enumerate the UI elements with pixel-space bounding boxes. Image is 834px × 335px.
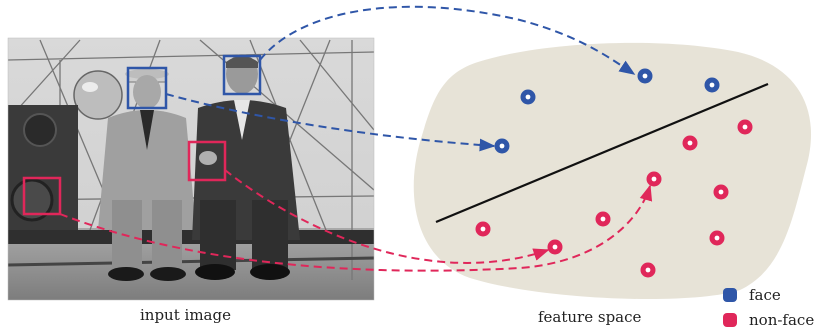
face-box-left bbox=[126, 66, 168, 110]
face-point-2 bbox=[704, 77, 720, 93]
face-box-right bbox=[222, 54, 262, 96]
nonface-box-engine bbox=[22, 176, 62, 216]
feature-points bbox=[475, 68, 753, 278]
person-left bbox=[98, 69, 196, 281]
legend-item-non-face: non-face bbox=[723, 311, 814, 329]
nonface-box-hand bbox=[187, 140, 227, 182]
legend-label-face: face bbox=[749, 286, 781, 304]
arrow-hand-to-feature bbox=[224, 169, 550, 264]
caption-input-image: input image bbox=[140, 306, 231, 324]
arrow-engine-to-feature bbox=[59, 184, 653, 272]
legend-item-face: face bbox=[723, 286, 781, 304]
input-photo bbox=[8, 38, 374, 300]
face-point-1 bbox=[637, 68, 653, 84]
arrow-face-right-to-feature bbox=[259, 5, 636, 75]
non-face-point-9 bbox=[595, 211, 611, 227]
non-face-point-6 bbox=[682, 135, 698, 151]
caption-feature-space: feature space bbox=[538, 308, 642, 326]
non-face-point-13 bbox=[640, 262, 656, 278]
person-right bbox=[192, 54, 300, 280]
arrow-face-left-to-feature bbox=[165, 93, 496, 152]
non-face-point-12 bbox=[547, 239, 563, 255]
face-point-3 bbox=[520, 89, 536, 105]
non-face-point-10 bbox=[475, 221, 491, 237]
decision-boundary bbox=[435, 82, 769, 224]
legend-label-non-face: non-face bbox=[749, 311, 815, 329]
non-face-point-8 bbox=[713, 184, 729, 200]
face-swatch-icon bbox=[723, 288, 737, 302]
non-face-swatch-icon bbox=[723, 313, 737, 327]
feature-space-region bbox=[413, 42, 812, 300]
non-face-point-5 bbox=[737, 119, 753, 135]
non-face-point-7 bbox=[646, 171, 662, 187]
non-face-point-11 bbox=[709, 230, 725, 246]
face-point-4 bbox=[494, 138, 510, 154]
